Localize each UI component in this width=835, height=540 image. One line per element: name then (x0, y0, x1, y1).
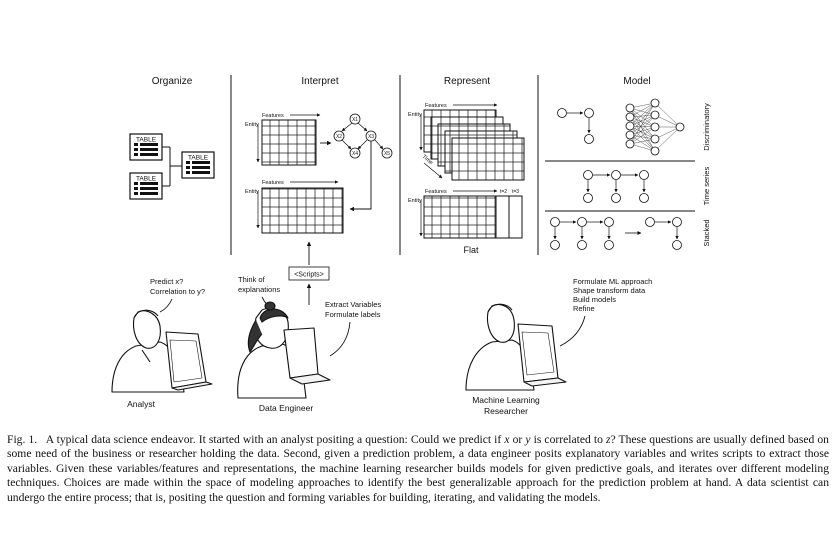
ml-researcher-name-line: Researcher (484, 406, 528, 416)
model-row-label: Stacked (702, 219, 711, 246)
caption-text: ? These questions are usually defined ba… (7, 433, 829, 504)
scripts-box (288, 266, 330, 281)
figure-caption: Fig. 1. A typical data science endeavor.… (7, 433, 829, 505)
section-interpret: Interpret (301, 76, 338, 87)
model-row-label: Discriminatory (702, 103, 711, 151)
neuron (650, 98, 660, 108)
time-step-label: t=3 (512, 189, 519, 195)
flat-grid-extra (495, 195, 510, 239)
caption-label: Fig. 1. (7, 433, 38, 446)
caption-text: A typical data science endeavor. It star… (45, 433, 505, 446)
engineer-task-line: Formulate labels (325, 310, 381, 319)
graph-to-grid-arrow (349, 141, 372, 212)
features-label: Features (425, 103, 447, 109)
neuron (625, 130, 635, 140)
neuron (650, 122, 660, 132)
caption-variable: x (504, 433, 510, 446)
entity-label: Entity (408, 198, 422, 204)
neuron (625, 121, 635, 131)
graph-node (349, 113, 361, 125)
flat-grid (423, 195, 497, 239)
section-model: Model (623, 76, 650, 87)
model-node (557, 108, 567, 118)
section-organize: Organize (152, 76, 193, 87)
neuron (675, 122, 685, 132)
caption-text: is correlated to (530, 433, 606, 446)
caption-variable: y (525, 433, 531, 446)
graph-node (349, 147, 361, 159)
engineer-task-line: Extract Variables (325, 300, 381, 309)
analyst-illustration (111, 309, 213, 393)
caption-variable: z (605, 433, 611, 446)
stacked-model (550, 217, 682, 250)
researcher-task-line: Refine (573, 304, 595, 313)
engineer-thought-line: explanations (238, 285, 280, 294)
analyst-speech-line: Correlation to y? (150, 287, 205, 296)
graph-node-label: X2 (336, 134, 342, 140)
model-row-label: Time series (702, 167, 711, 206)
join-connector (162, 146, 182, 187)
entity-label: Entity (245, 122, 259, 128)
table-label: TABLE (136, 176, 157, 183)
neuron (650, 110, 660, 120)
ml-researcher-illustration (465, 303, 567, 391)
researcher-task-line: Formulate ML approach (573, 277, 652, 286)
engineer-thought-line: Think of (238, 275, 266, 284)
time-step-label: t=2 (500, 189, 507, 195)
analyst-speech-line: Predict x? (150, 277, 183, 286)
table-label: TABLE (188, 155, 209, 162)
model-node (584, 108, 594, 118)
scripts-label: <Scripts> (294, 272, 324, 279)
graph-node-label: X3 (368, 134, 374, 140)
neuron (625, 103, 635, 113)
neuron (650, 134, 660, 144)
features-label: Features (425, 189, 447, 195)
figure-1: Organize Interpret Represent Model TABLE… (111, 75, 711, 416)
researcher-task-line: Shape transform data (573, 286, 646, 295)
flat-grid-extra (508, 195, 523, 239)
neuron (625, 139, 635, 149)
speech-tail (559, 315, 586, 347)
neuron (625, 112, 635, 122)
feature-grid (261, 119, 317, 166)
entity-label: Entity (245, 189, 259, 195)
data-engineer-illustration (237, 301, 331, 399)
table-icon: TABLE (129, 133, 163, 161)
features-label: Features (262, 180, 284, 186)
table-label: TABLE (136, 137, 157, 144)
tensor-slice (451, 137, 525, 181)
time-series-model (583, 170, 649, 203)
graph-node-label: X5 (384, 151, 390, 157)
table-icon: TABLE (129, 172, 163, 200)
graph-node-label: X1 (352, 117, 358, 123)
ml-researcher-name-line: Machine Learning (472, 395, 540, 405)
feature-grid (261, 187, 344, 234)
analyst-name: Analyst (127, 399, 156, 409)
neuron (650, 146, 660, 156)
section-represent: Represent (444, 76, 490, 87)
researcher-task-line: Build models (573, 295, 616, 304)
time-arrow (423, 162, 443, 179)
features-label: Features (262, 113, 284, 119)
speech-tail (159, 298, 173, 313)
entity-label: Entity (408, 112, 422, 118)
table-icon: TABLE (181, 151, 215, 179)
graph-node-label: X4 (352, 151, 358, 157)
caption-text: or (509, 433, 526, 446)
speech-tail (329, 321, 351, 357)
data-engineer-name: Data Engineer (259, 403, 314, 413)
model-node (584, 134, 594, 144)
causal-graph: X1 X2 X3 X4 X5 (333, 113, 393, 159)
graph-node (333, 130, 345, 142)
discriminatory-model (557, 98, 685, 156)
flat-label: Flat (463, 245, 479, 255)
graph-node (381, 147, 393, 159)
